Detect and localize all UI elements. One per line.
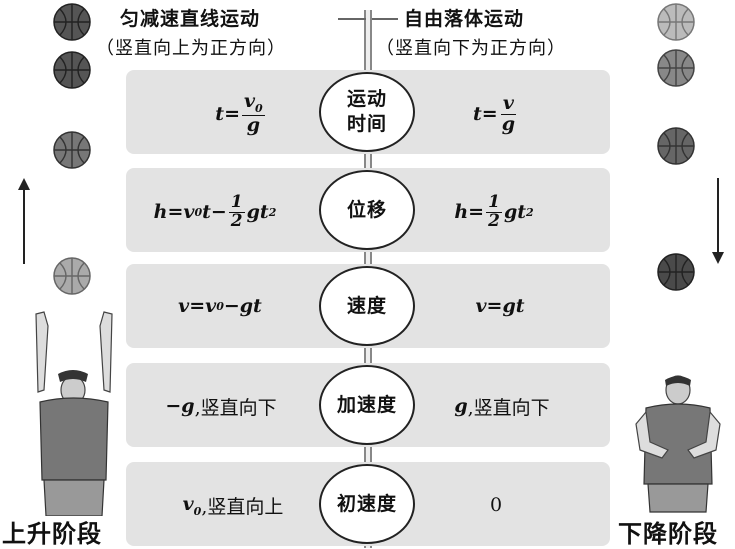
stage-up-label: 上升阶段	[2, 520, 102, 548]
acceleration-down: g,竖直向下	[454, 395, 550, 419]
initial-velocity-down: 0	[489, 494, 503, 516]
header-connector-right	[372, 18, 398, 20]
arrow-down-icon	[712, 178, 724, 264]
node-acceleration: 加速度	[319, 365, 415, 445]
person-catching-icon	[635, 375, 721, 513]
person-arms-up-icon	[35, 311, 113, 516]
node-displacement: 位移	[319, 170, 415, 250]
right-subtitle: （竖直向下为正方向）	[376, 38, 566, 59]
basketball-icon	[657, 49, 695, 87]
acceleration-up: −g,竖直向下	[165, 395, 277, 419]
basketball-icon	[53, 51, 91, 89]
basketball-icon	[53, 131, 91, 169]
basketball-icon	[657, 127, 695, 165]
basketball-icon	[657, 3, 695, 41]
header-connector-left	[338, 18, 366, 20]
node-time: 运动时间	[319, 72, 415, 152]
node-velocity: 速度	[319, 266, 415, 346]
node-initial-velocity: 初速度	[319, 464, 415, 544]
basketball-icon	[53, 257, 91, 295]
stage-down-label: 下降阶段	[618, 520, 718, 548]
velocity-formula-down: v=gt	[475, 295, 525, 317]
initial-velocity-up: v0,竖直向上	[182, 492, 284, 518]
basketball-icon	[657, 253, 695, 291]
arrow-up-icon	[18, 178, 30, 264]
basketball-icon	[53, 3, 91, 41]
right-title: 自由落体运动	[404, 8, 525, 30]
left-title: 匀减速直线运动	[120, 8, 261, 30]
left-subtitle: （竖直向上为正方向）	[96, 38, 286, 59]
